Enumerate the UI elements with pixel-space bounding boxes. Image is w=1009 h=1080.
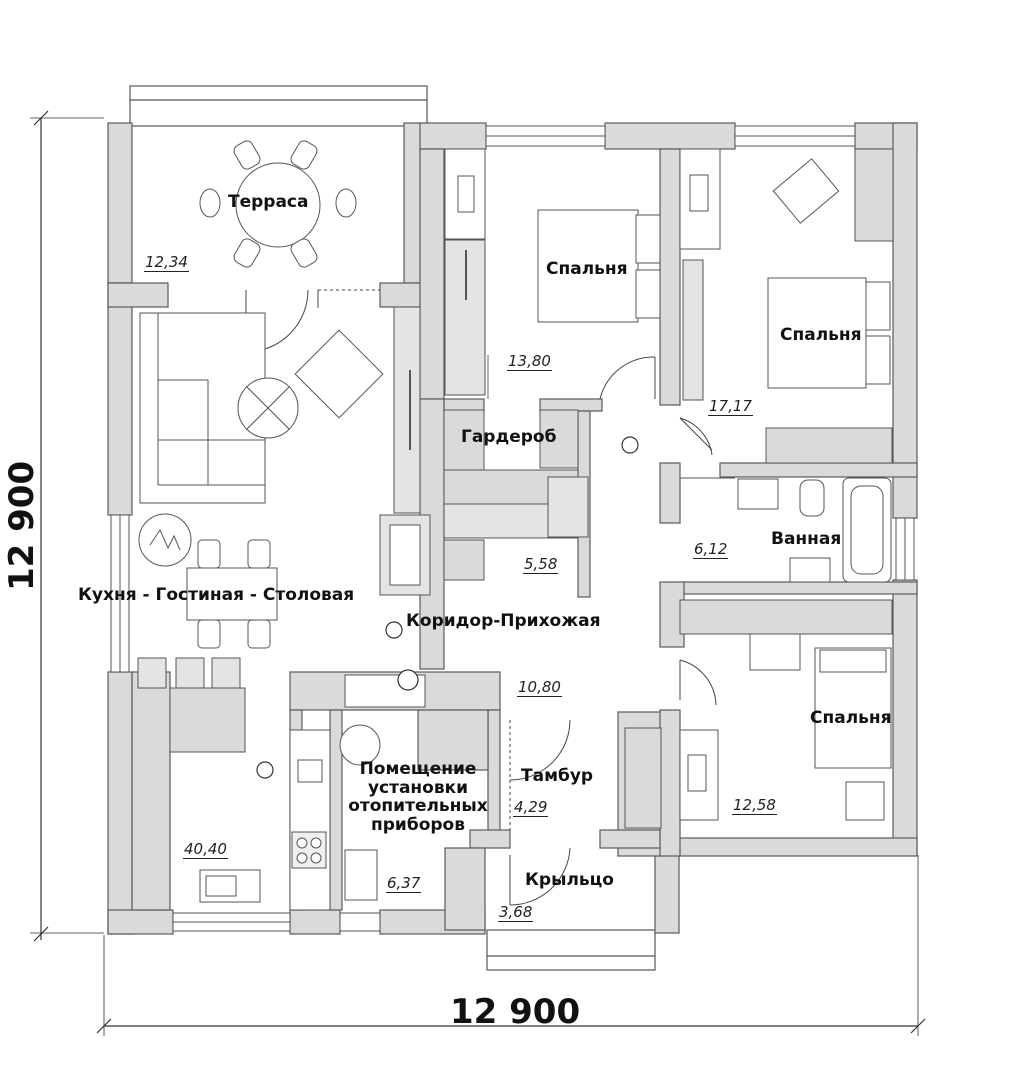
bedroom3-label: Спальня [810,708,892,728]
bedroom2-area: 17,17 [708,397,753,417]
corridor-area: 10,80 [517,678,562,698]
person-icons [256,436,639,779]
vestibule-label: Тамбур [521,766,594,786]
boiler-room-label: Помещение установки отопительных приборо… [336,760,500,835]
bedroom2-label: Спальня [780,325,862,345]
dimension-lines [30,110,926,1036]
living-area: 40,40 [183,840,228,860]
porch-canopy [486,929,656,971]
porch-label: Крыльцо [525,870,614,890]
bathroom-area: 6,12 [693,540,729,560]
vestibule-area: 4,29 [513,798,549,818]
wardrobe-label: Гардероб [461,427,557,447]
porch-area: 3,68 [498,903,534,923]
bedroom1-label: Спальня [546,259,628,279]
boiler-label-line: Помещение [359,759,477,779]
bedroom1-area: 13,80 [507,352,552,372]
windows [110,125,915,932]
boiler-label-line: установки [367,777,469,798]
living-label: Кухня - Гостиная - Столовая [78,585,355,605]
boiler-room-area: 6,37 [386,874,422,894]
boiler-label-line: отопительных [348,796,488,817]
corridor-label: Коридор-Прихожая [406,611,601,631]
height-dimension: 12 900 [2,460,42,591]
width-dimension: 12 900 [450,992,581,1032]
wardrobe-area: 5,58 [523,555,559,575]
bedroom3-area: 12,58 [732,796,777,816]
furniture [137,140,894,911]
boiler-label-line: приборов [371,815,465,836]
terrace-railing [129,85,428,127]
bathroom-label: Ванная [771,529,842,549]
terrace-area: 12,34 [144,253,189,273]
terrace-label: Терраса [228,192,309,212]
